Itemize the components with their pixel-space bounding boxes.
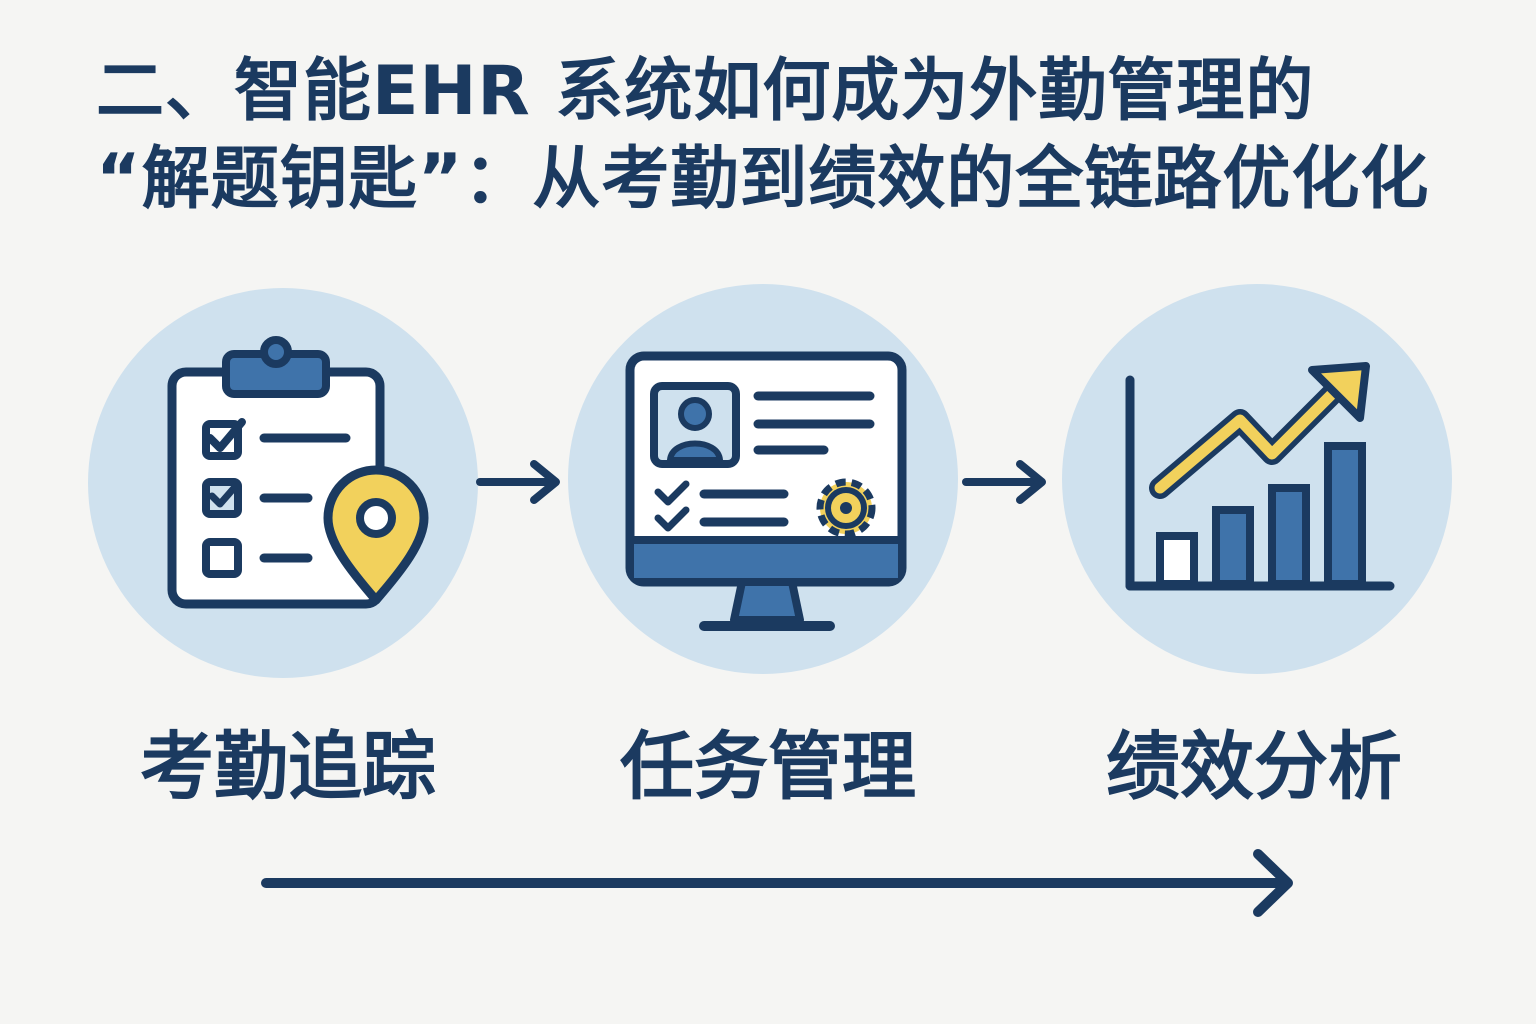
flow-arrow-icon — [261, 849, 1293, 917]
clipboard-location-icon — [167, 336, 429, 609]
arrow-icon-step-1-to-2 — [476, 460, 560, 504]
monitor-profile-icon — [625, 351, 907, 631]
page-title-line-2: “解题钥匙”：从考勤到绩效的全链路优化化 — [96, 140, 1430, 219]
page-title-line-1: 二、智能EHR 系统如何成为外勤管理的 — [96, 52, 1315, 131]
step-label-attendance: 考勤追踪 — [140, 724, 436, 810]
bar-chart-growth-icon — [1125, 362, 1395, 591]
step-label-performance-analysis: 绩效分析 — [1106, 724, 1402, 810]
step-label-task-management: 任务管理 — [620, 724, 916, 810]
arrow-icon-step-2-to-3 — [962, 460, 1046, 504]
